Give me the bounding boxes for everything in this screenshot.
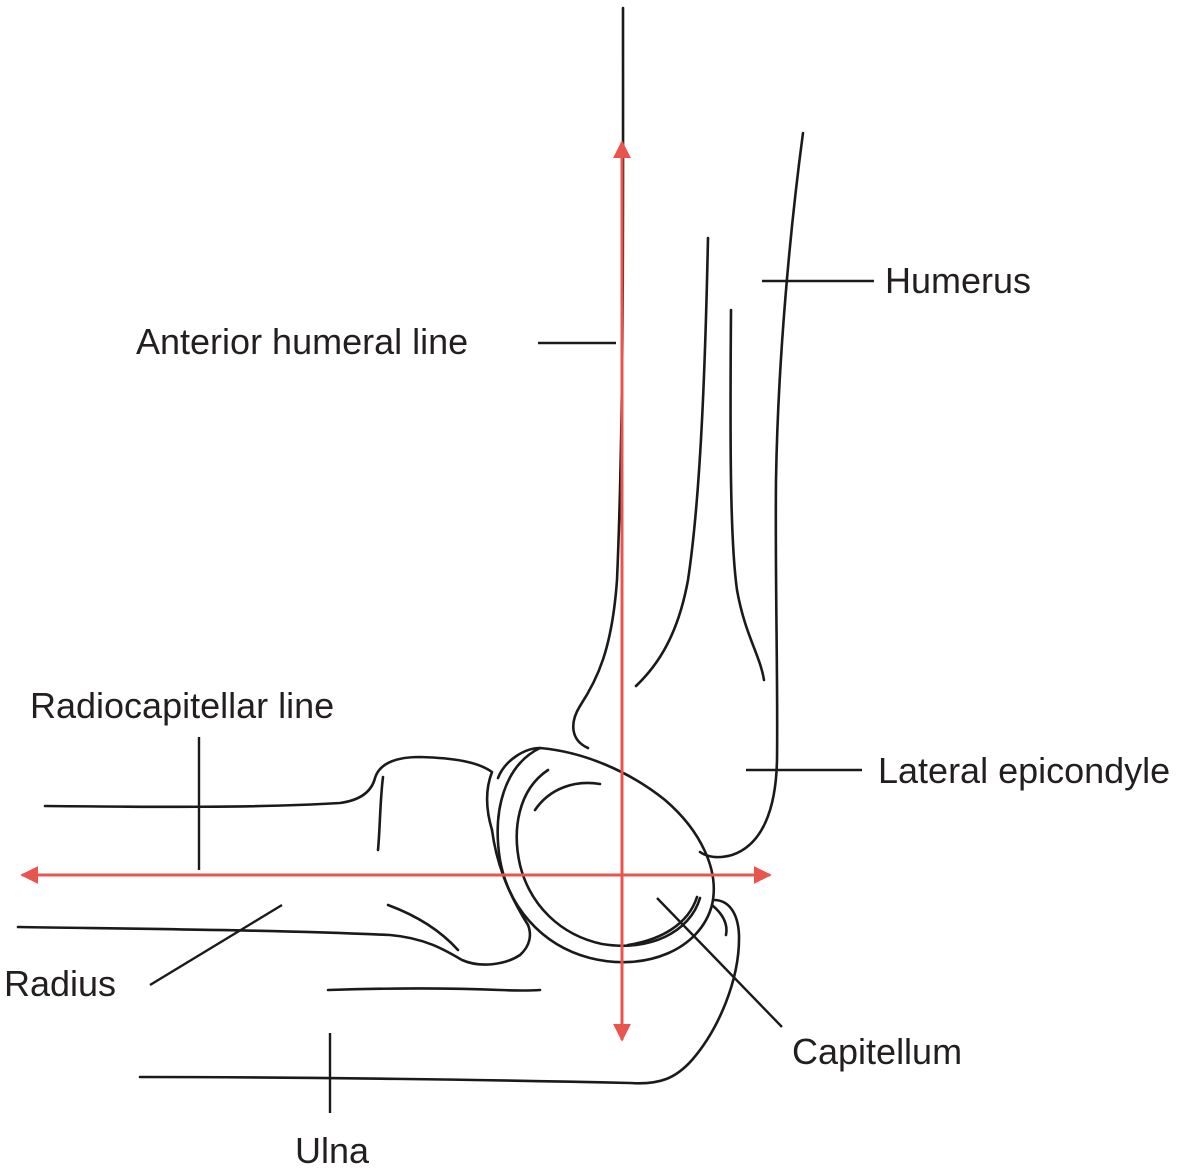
humerus-inner-line-1: [634, 236, 710, 688]
humerus-posterior-cortex: [698, 131, 805, 859]
capitellum-outer-outline: [496, 746, 716, 964]
label-radius: Radius: [4, 963, 116, 1004]
label-radiocapitellar-line: Radiocapitellar line: [30, 685, 334, 726]
ulna-upper-outline: [326, 987, 542, 992]
capitellum-articular-arc: [533, 781, 602, 812]
ulna-olecranon-outline: [138, 898, 741, 1085]
capitellum-inner-outline: [515, 768, 702, 948]
radius-neck-line: [386, 903, 460, 952]
label-capitellum: Capitellum: [792, 1031, 962, 1072]
ulna-bone: [138, 898, 741, 1085]
humerus-bone: [572, 6, 805, 859]
humerus-inner-line-2: [729, 308, 766, 682]
radius-bone: [16, 755, 532, 966]
label-anterior-humeral-line: Anterior humeral line: [136, 321, 468, 362]
labels: Anterior humeral line Humerus Radiocapit…: [4, 260, 1170, 1171]
capitellum-ossification-line: [626, 895, 699, 947]
label-humerus: Humerus: [885, 260, 1031, 301]
ulna-coronoid-edge: [710, 903, 728, 937]
label-lateral-epicondyle: Lateral epicondyle: [878, 750, 1170, 791]
leader-lines: [149, 279, 874, 1113]
radius-lower-outline: [16, 923, 532, 966]
reference-lines: [20, 140, 772, 1042]
label-ulna: Ulna: [295, 1130, 370, 1171]
capitellum-bone: [496, 746, 716, 964]
radius-upper-outline: [43, 755, 494, 832]
humerus-anterior-cortex: [572, 6, 625, 750]
leader-radius: [149, 903, 283, 987]
leader-capitellum: [656, 897, 783, 1028]
trochlea-edge: [496, 746, 542, 780]
radius-head-inner-line: [376, 775, 385, 852]
